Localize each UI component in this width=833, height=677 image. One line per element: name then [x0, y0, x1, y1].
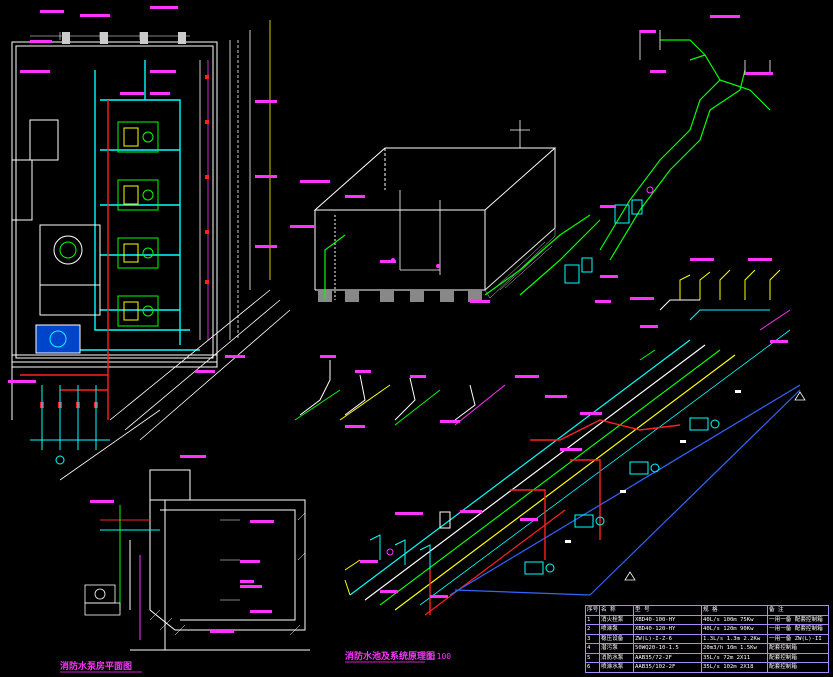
- plan-pump-units: [117, 121, 159, 327]
- riser-pipe-routing: [564, 15, 773, 303]
- pool-annotations: [90, 455, 274, 633]
- table-header-cell: 规 格: [702, 606, 768, 616]
- tank-annotations: [290, 180, 490, 303]
- pool-section: [84, 455, 310, 651]
- isometric-title: 消防水池及系统原理图: [345, 650, 435, 662]
- table-cell: 40L/s 120m 90Kw: [702, 625, 768, 635]
- system-valves: [565, 390, 741, 543]
- plan-red-pipes: [20, 100, 109, 420]
- riser-pumps: [564, 199, 643, 284]
- table-cell: 喷淋泵: [600, 625, 634, 635]
- system-drains: [624, 391, 806, 581]
- pump-room-plan: [8, 6, 291, 481]
- system-pump-units: [524, 417, 720, 575]
- table-cell: 5: [586, 653, 600, 663]
- plan-columns: [62, 32, 186, 44]
- riser-green-pipes: [599, 39, 771, 261]
- table-header-cell: 型 号: [634, 606, 702, 616]
- table-cell: 消火栓泵: [600, 615, 634, 625]
- table-cell: 35L/s 72m 2X11: [702, 653, 768, 663]
- system-diagonal-pipes: [349, 329, 801, 616]
- plan-pressure-tank: [39, 224, 101, 316]
- table-header-cell: 备 注: [769, 607, 784, 613]
- system-isometric: [344, 258, 806, 616]
- table-header-cell: 序号: [586, 606, 600, 616]
- table-cell: 消防水泵: [600, 653, 634, 663]
- system-red-loop: [429, 419, 681, 615]
- plan-control-cabinet: [35, 324, 81, 354]
- table-cell: 配套控制箱: [769, 664, 797, 670]
- pool-hatching: [149, 512, 306, 636]
- table-cell: 4: [586, 644, 600, 654]
- plan-outlet-pipes: [30, 385, 110, 465]
- plan-cyan-pipes: [40, 60, 200, 351]
- plan-title: 消防水泵房平面图: [60, 660, 132, 672]
- plan-walls: [11, 41, 218, 420]
- table-cell: 喷淋水泵: [600, 663, 634, 673]
- tank-outline: [313, 147, 557, 300]
- plan-diagonal-corridor: [59, 289, 291, 481]
- table-cell: 40L/s 100m 75Kw: [702, 615, 768, 625]
- riser-annotations: [595, 15, 773, 303]
- table-cell: AAB35/72-2F: [634, 653, 702, 663]
- tank-footings: [318, 290, 482, 302]
- table-cell: 1.3L/s 1.3m 2.2Kw: [702, 634, 768, 644]
- table-cell: XBD40-100-HY: [634, 615, 702, 625]
- table-cell: 一用一备 配套控制箱: [769, 616, 823, 623]
- system-top-branches: [639, 269, 791, 361]
- table-cell: 配套控制箱: [769, 654, 797, 661]
- table-cell: ZW(L)-I-Z-6: [634, 634, 702, 644]
- table-cell: XBD40-120-HY: [634, 625, 702, 635]
- table-header-row: 序号名 称型 号规 格备 注: [586, 606, 828, 616]
- table-cell: AAB35/102-2F: [634, 663, 702, 673]
- isometric-scale: 1:100: [427, 652, 451, 661]
- small-detail-labels: [320, 355, 539, 428]
- water-tank-isometric: [290, 120, 601, 303]
- table-cell: 35L/s 102m 2X18: [702, 663, 768, 673]
- plan-riser-lines: [199, 20, 271, 340]
- tank-inner-pipes: [399, 120, 530, 275]
- tank-green-outflow: [324, 214, 601, 300]
- riser-white-outline: [639, 30, 771, 75]
- table-cell: 6: [586, 663, 600, 673]
- table-cell: 3: [586, 634, 600, 644]
- pool-pipes: [100, 505, 160, 640]
- table-header-cell: 名 称: [600, 606, 634, 616]
- table-cell: 一用一备 配套控制箱: [769, 626, 823, 632]
- plan-annotations: [8, 6, 277, 383]
- system-annotations: [360, 258, 788, 598]
- table-cell: 配套控制箱: [769, 645, 797, 651]
- small-detail-sketches: [294, 360, 506, 426]
- table-cell: 2: [586, 625, 600, 635]
- system-left-cluster: [344, 511, 451, 596]
- pool-level-marks: [220, 519, 240, 601]
- table-cell: 稳压设备: [600, 634, 634, 644]
- table-cell: 1: [586, 615, 600, 625]
- table-cell: 潜污泵: [600, 644, 634, 654]
- table-cell: 20m3/h 10m 1.5Kw: [702, 644, 768, 654]
- table-cell: 一用一备 ZW(L)-II: [769, 635, 822, 642]
- pool-pump-base: [84, 584, 121, 616]
- table-cell: 50WQ20-10-1.5: [634, 644, 702, 654]
